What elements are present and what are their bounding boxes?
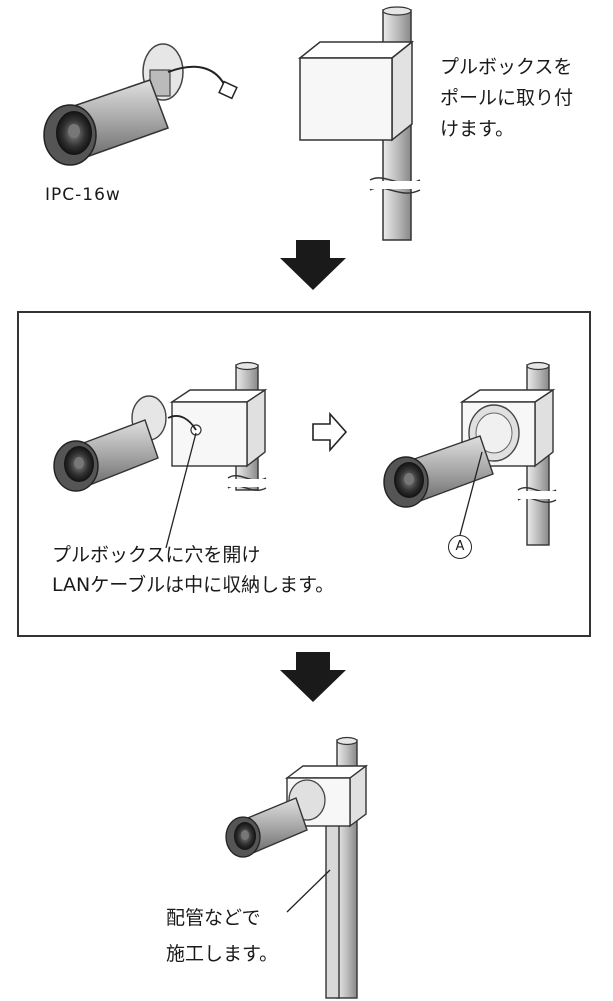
step2-instruction: プルボックスに穴を開け LANケーブルは中に収納します。 [52, 544, 335, 596]
step3-instruction: 配管などで 施工します。 [166, 907, 279, 965]
pull-box [299, 57, 393, 141]
down-arrow-icon [280, 240, 346, 290]
step1-camera [43, 43, 238, 166]
step2-right-assembly [383, 361, 557, 546]
down-arrow-icon [280, 652, 346, 702]
conduit [325, 821, 340, 999]
marker-a: A [448, 535, 472, 559]
leader-line [165, 432, 197, 549]
step2-panel [17, 311, 591, 637]
step2-left-assembly [53, 361, 268, 549]
lan-connector [218, 80, 238, 100]
right-outline-arrow-icon [312, 411, 348, 453]
step1-instruction: プルボックスを ポールに取り付 けます。 [440, 56, 574, 140]
camera-model-label: IPC-16w [45, 185, 121, 205]
step3-assembly [225, 736, 369, 999]
step1-pole-assembly [297, 6, 421, 241]
